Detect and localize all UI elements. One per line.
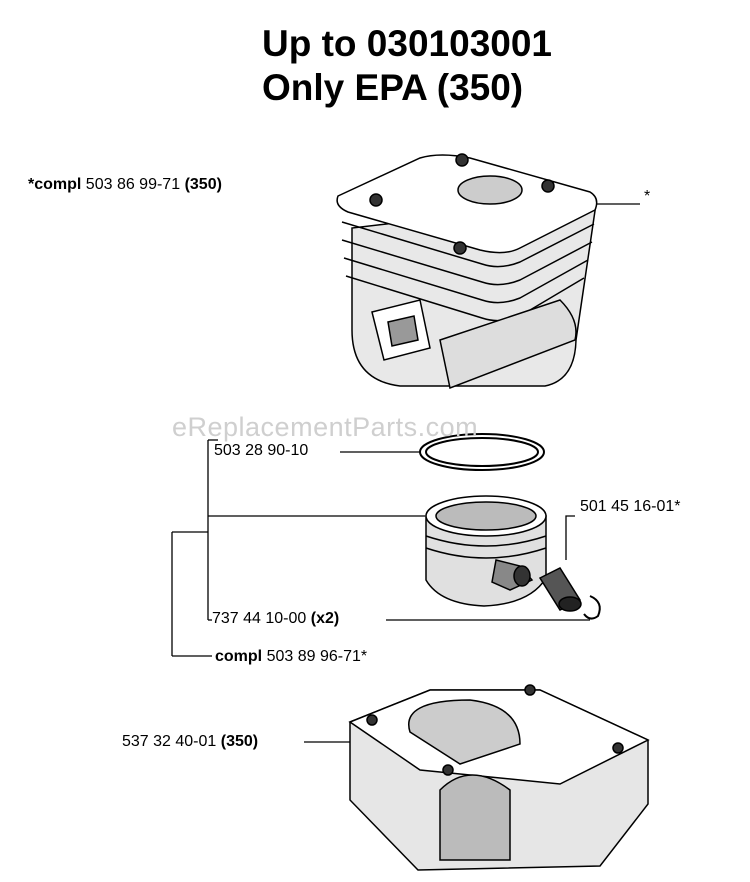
needle-bearing-label: 501 45 16-01*: [580, 498, 681, 515]
base-drawing: [348, 684, 650, 871]
needle-bearing-drawing: [538, 567, 582, 612]
circlip-drawing: [583, 595, 601, 620]
circlip-label: 737 44 10-00 (x2): [212, 610, 340, 627]
cylinder-drawing: [336, 153, 598, 390]
crankcase-base-label: 537 32 40-01 (350): [122, 733, 259, 750]
piston-drawing: [425, 495, 547, 607]
bearing-leader-line: [565, 515, 575, 560]
watermark: eReplacementParts.com: [172, 412, 479, 442]
cylinder-label: *compl 503 86 99-71 (350): [28, 176, 222, 193]
cylinder-asterisk-label: *: [644, 188, 651, 205]
piston-ring-drawing: [419, 433, 545, 471]
page-title-line1: Up to 030103001: [262, 23, 553, 64]
piston-ring-label: 503 28 90-10: [214, 442, 309, 459]
piston-assembly-label: compl 503 89 96-71*: [215, 648, 368, 665]
page-title-line2: Only EPA (350): [262, 67, 524, 108]
